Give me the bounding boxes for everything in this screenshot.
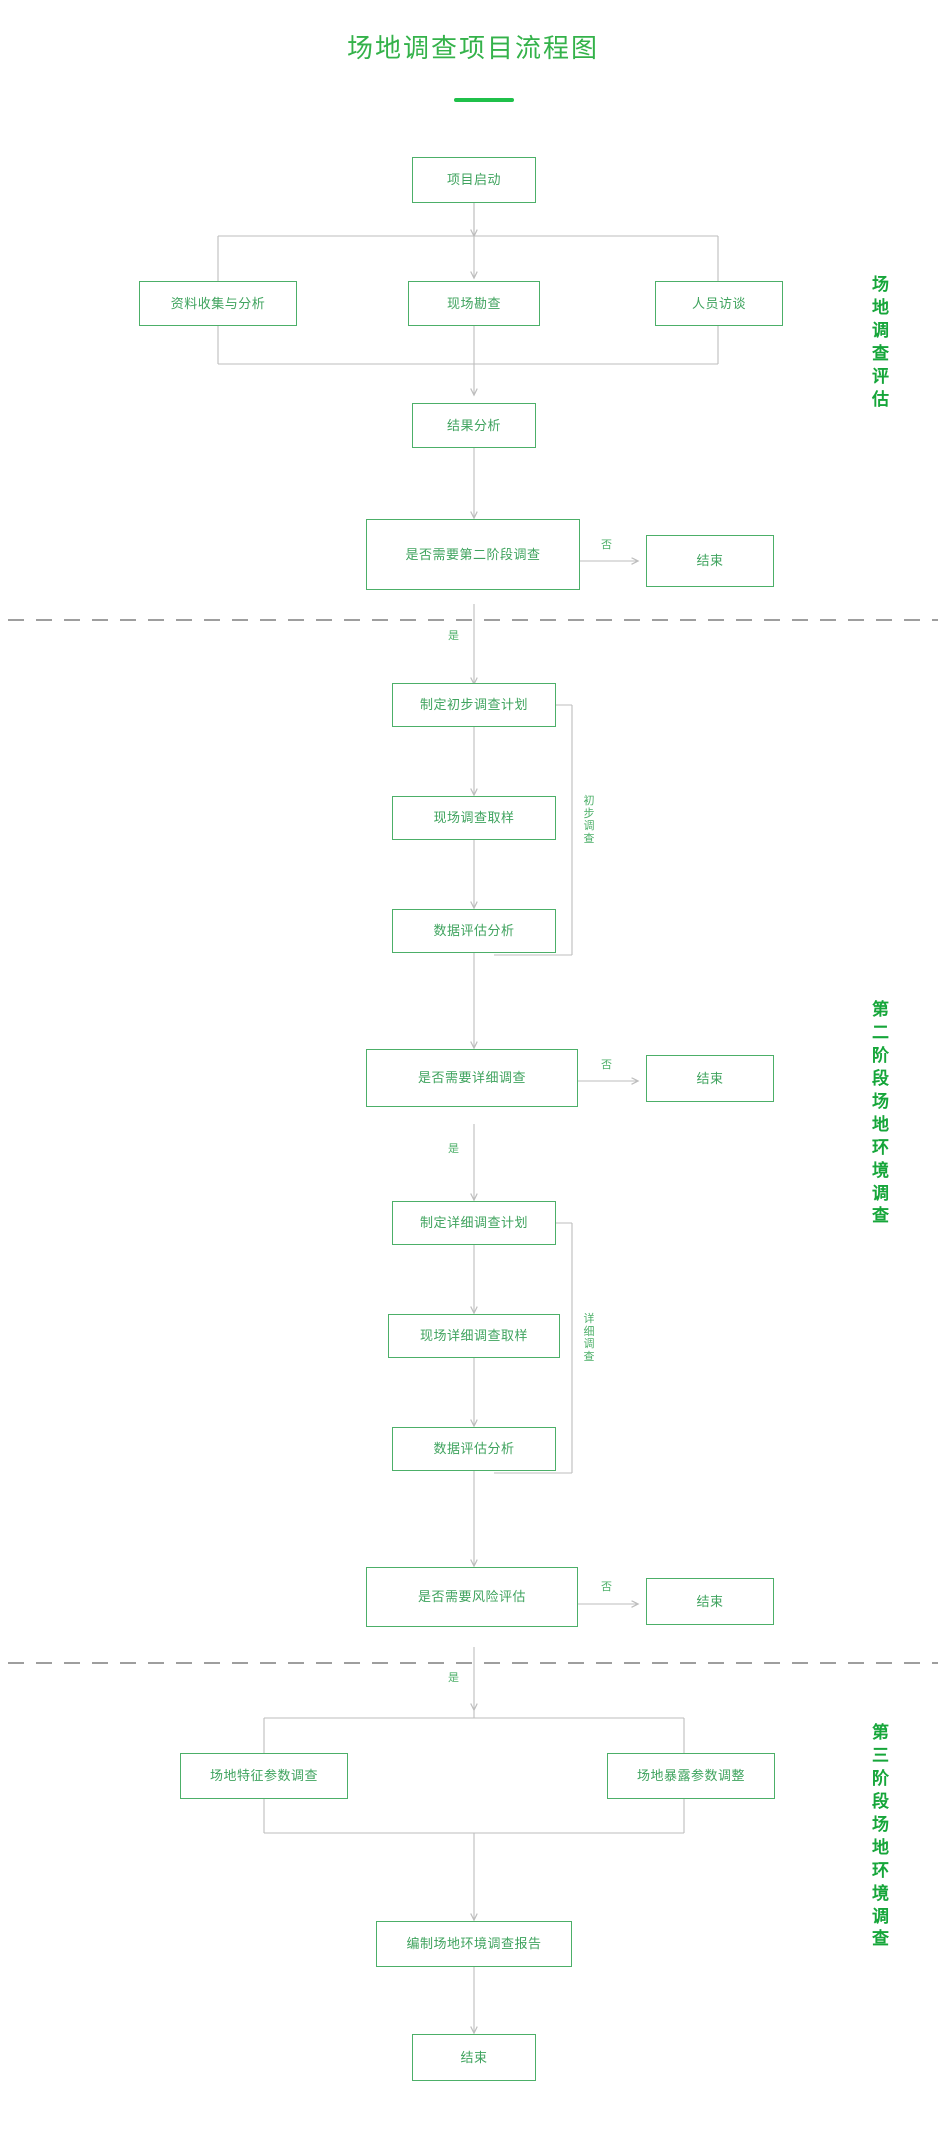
node-interview[interactable]: 人员访谈 [655, 281, 783, 326]
node-site-feature[interactable]: 场地特征参数调查 [180, 1753, 348, 1799]
edge-label-yes-1: 是 [448, 630, 459, 642]
node-data-collect[interactable]: 资料收集与分析 [139, 281, 297, 326]
page-title: 场地调查项目流程图 [346, 33, 599, 63]
node-decision-phase2[interactable]: 是否需要第二阶段调查 [366, 519, 580, 590]
stage-label-3: 第三阶段场地环境调查 [872, 1723, 890, 1949]
edge-label-yes-3: 是 [448, 1672, 459, 1684]
node-plan-initial[interactable]: 制定初步调查计划 [392, 683, 556, 727]
node-report[interactable]: 编制场地环境调查报告 [376, 1921, 572, 1967]
title-underline-rule [454, 98, 514, 102]
stage-label-2: 第二阶段场地环境调查 [872, 1000, 890, 1226]
node-plan-detail[interactable]: 制定详细调查计划 [392, 1201, 556, 1245]
node-eval-detail[interactable]: 数据评估分析 [392, 1427, 556, 1471]
node-end-final[interactable]: 结束 [412, 2034, 536, 2081]
node-end-1[interactable]: 结束 [646, 535, 774, 587]
node-site-survey[interactable]: 现场勘查 [408, 281, 540, 326]
node-sample-detail[interactable]: 现场详细调查取样 [388, 1314, 560, 1358]
node-sample-initial[interactable]: 现场调查取样 [392, 796, 556, 840]
edge-label-no-1: 否 [601, 539, 612, 551]
node-eval-initial[interactable]: 数据评估分析 [392, 909, 556, 953]
node-site-exposure[interactable]: 场地暴露参数调整 [607, 1753, 775, 1799]
node-start[interactable]: 项目启动 [412, 157, 536, 203]
edge-label-yes-2: 是 [448, 1143, 459, 1155]
node-result-analysis[interactable]: 结果分析 [412, 403, 536, 448]
edge-label-no-3: 否 [601, 1581, 612, 1593]
node-end-2[interactable]: 结束 [646, 1055, 774, 1102]
node-end-3[interactable]: 结束 [646, 1578, 774, 1625]
node-decision-risk[interactable]: 是否需要风险评估 [366, 1567, 578, 1627]
node-decision-detail[interactable]: 是否需要详细调查 [366, 1049, 578, 1107]
edge-label-no-2: 否 [601, 1059, 612, 1071]
bracket-label-initial: 初步调查 [583, 795, 595, 845]
stage-label-1: 场地调查评估 [872, 275, 890, 409]
bracket-label-detail: 详细调查 [583, 1313, 595, 1363]
